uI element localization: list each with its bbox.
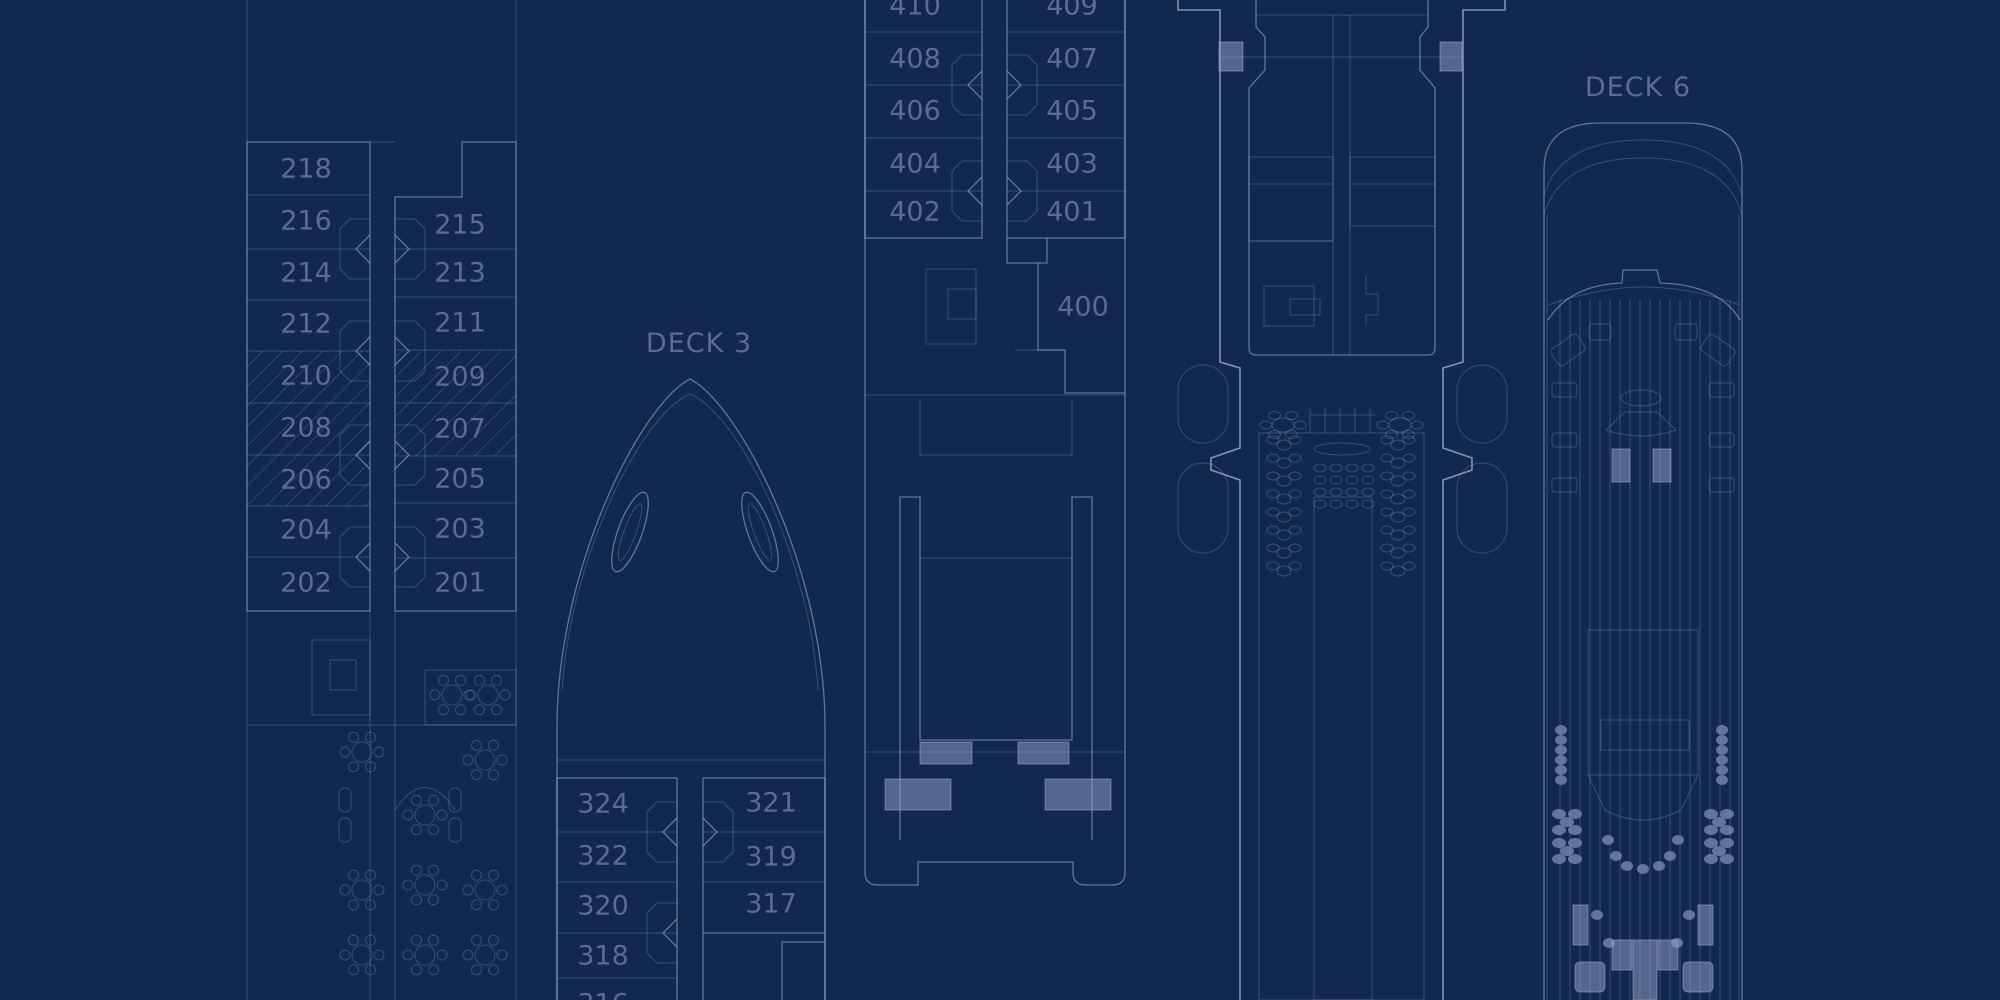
cabin-label: 409 xyxy=(1046,0,1098,22)
cabin-label: 207 xyxy=(434,414,486,445)
cabin-label: 215 xyxy=(434,210,486,241)
cabin-label: 316 xyxy=(577,989,629,1000)
deck-3-plan: DECK 3 324 322 320 318 316 321 319 317 xyxy=(556,328,826,1000)
cabin-label: 206 xyxy=(280,465,332,496)
deck-6-plan: DECK 6 xyxy=(1543,72,1743,1000)
cabin-label: 204 xyxy=(280,515,332,546)
cabin-label: 216 xyxy=(280,206,332,237)
cabin-label: 407 xyxy=(1046,44,1098,75)
cabin-label: 410 xyxy=(889,0,941,22)
cabin-label: 218 xyxy=(280,154,332,185)
cabin-label: 317 xyxy=(745,889,797,920)
cabin-label: 405 xyxy=(1046,96,1098,127)
deck-4-plan: 410 408 406 404 402 409 407 405 403 401 400 xyxy=(864,0,1126,886)
cabin-label: 318 xyxy=(577,941,629,972)
cabin-label: 401 xyxy=(1046,197,1098,228)
cabin-label: 211 xyxy=(434,308,486,339)
deck-6-title: DECK 6 xyxy=(1585,72,1691,103)
cabin-label: 213 xyxy=(434,258,486,289)
cabin-label: 209 xyxy=(434,362,486,393)
cabin-label: 324 xyxy=(577,789,629,820)
cabin-label: 322 xyxy=(577,841,629,872)
cabin-label: 319 xyxy=(745,842,797,873)
cabin-label: 203 xyxy=(434,514,486,545)
cabin-label: 404 xyxy=(889,149,941,180)
cabin-label: 210 xyxy=(280,361,332,392)
deck-2-plan: 218 216 214 212 210 208 206 204 202 215 213 211 209 2… xyxy=(246,0,517,1000)
cabin-label: 320 xyxy=(577,891,629,922)
cabin-label: 321 xyxy=(745,788,797,819)
deck-5-plan xyxy=(1177,0,1508,1000)
cabin-label: 402 xyxy=(889,197,941,228)
cabin-label-400: 400 xyxy=(1057,292,1109,323)
cabin-label: 406 xyxy=(889,96,941,127)
cabin-label: 205 xyxy=(434,464,486,495)
cabin-label: 208 xyxy=(280,413,332,444)
cabin-label: 202 xyxy=(280,568,332,599)
cabin-label: 212 xyxy=(280,309,332,340)
cabin-label: 408 xyxy=(889,44,941,75)
cabin-label: 201 xyxy=(434,568,486,599)
cabin-label: 403 xyxy=(1046,149,1098,180)
deck-3-title: DECK 3 xyxy=(646,328,752,359)
cabin-label: 214 xyxy=(280,258,332,289)
